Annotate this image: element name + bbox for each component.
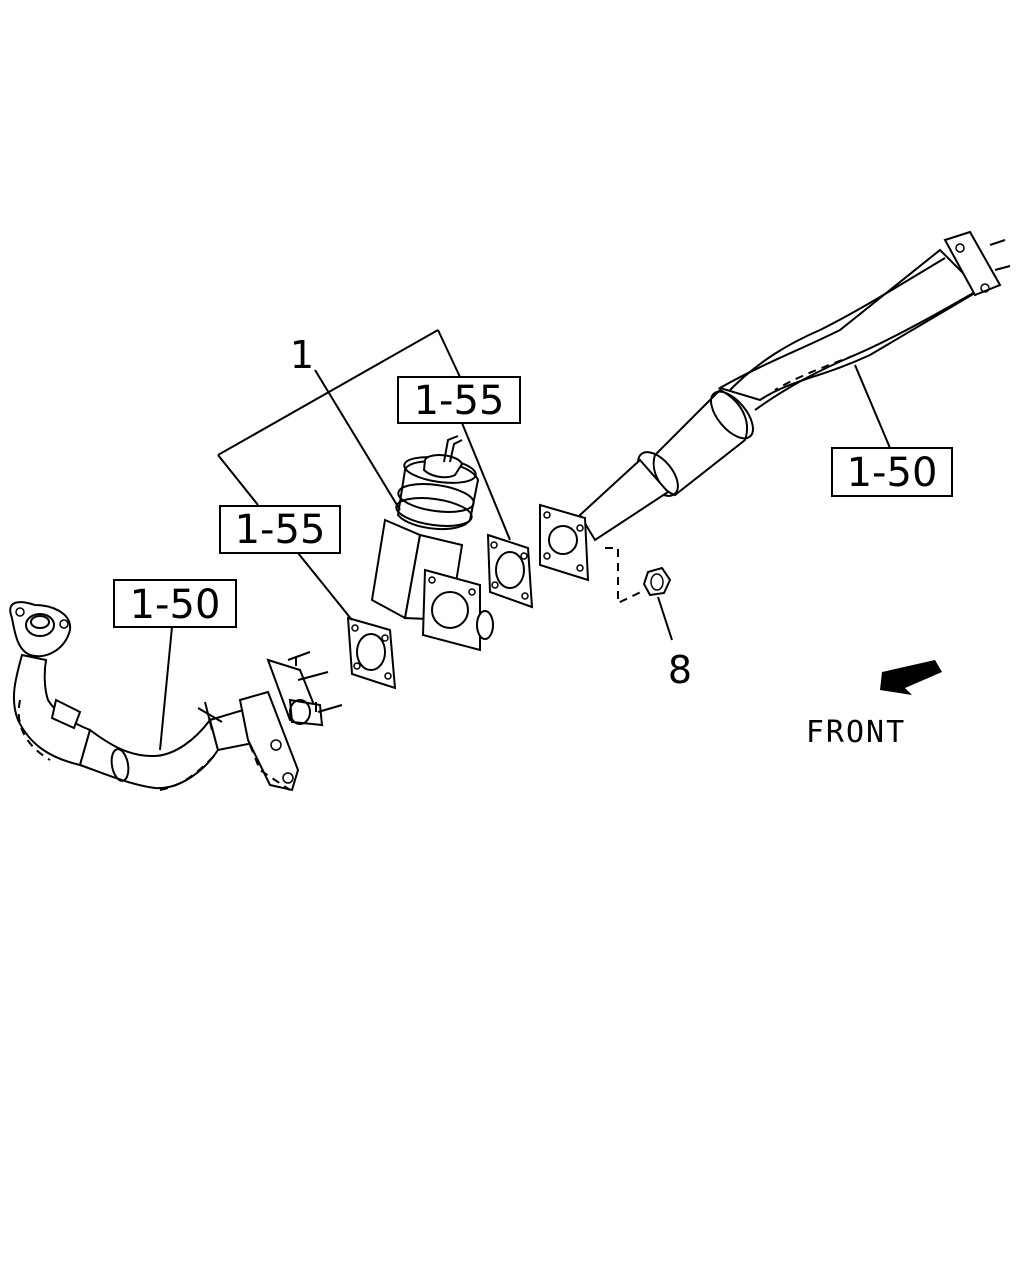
lower-gasket <box>346 616 397 690</box>
leader-lower-gasket <box>297 552 353 621</box>
upper-gasket <box>486 533 534 609</box>
callout-8: 8 <box>668 648 692 692</box>
arrow-down-left-icon <box>880 660 942 695</box>
leader-rear-pipe <box>854 364 891 449</box>
callout-1: 1 <box>290 333 314 377</box>
label-lower-gasket: 1-55 <box>235 507 326 553</box>
label-upper-gasket: 1-55 <box>414 378 505 424</box>
exhaust-valve-assembly <box>370 435 494 652</box>
label-front-pipe: 1-50 <box>130 582 221 628</box>
callout-group-1: 1 <box>217 329 461 511</box>
leader-front-pipe <box>159 626 173 751</box>
rear-exhaust-pipe <box>539 230 1011 582</box>
label-box-lower-gasket: 1-55 <box>219 505 341 554</box>
front-direction-label: FRONT <box>806 715 906 750</box>
front-exhaust-pipe <box>9 601 343 792</box>
leader-upper-gasket <box>461 422 511 541</box>
flange-nut: 8 <box>605 547 692 692</box>
label-box-front-pipe: 1-50 <box>113 579 237 628</box>
label-box-upper-gasket: 1-55 <box>397 376 521 424</box>
label-box-rear-pipe: 1-50 <box>831 447 953 497</box>
label-rear-pipe: 1-50 <box>847 450 938 496</box>
